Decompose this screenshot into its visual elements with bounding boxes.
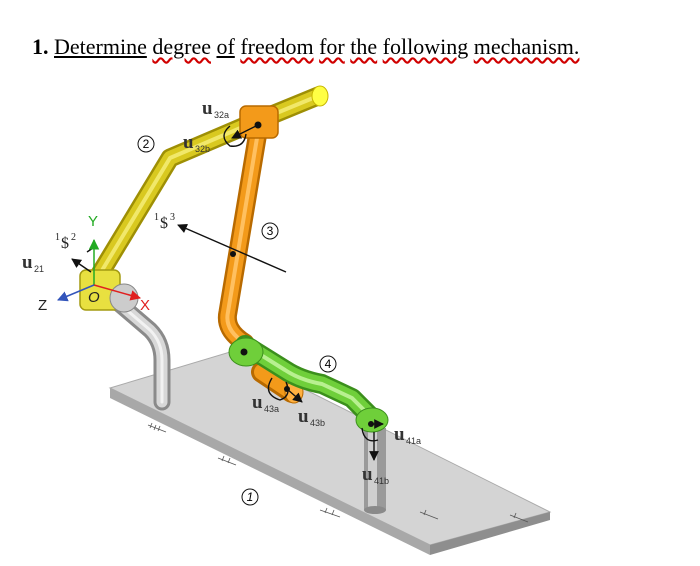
z-axis-label: Z [38,297,47,314]
svg-text:3: 3 [170,212,175,223]
link-2-body [79,85,329,313]
svg-text:$: $ [61,235,69,252]
svg-text:3: 3 [267,224,274,238]
svg-text:u: u [202,98,213,119]
svg-text:u: u [22,252,33,273]
u41a-rotation-icon [361,427,379,442]
word-the: the [350,34,378,59]
y-axis-label: Y [88,213,98,230]
label-s3: 1 $ 3 [154,212,175,232]
s2-line [86,247,94,253]
svg-text:1: 1 [247,490,254,504]
label-u43b: u 43b [298,406,325,428]
ground-plate [108,351,552,555]
label-u43a: u 43a [252,392,279,414]
word-degree: degree [152,34,211,59]
svg-text:4: 4 [325,357,332,371]
u32a-arrow [231,124,259,139]
link-number-3: 3 [261,222,279,240]
ground-post-right [364,428,386,514]
svg-text:1: 1 [154,212,159,223]
svg-text:41a: 41a [406,436,421,446]
s3-line [177,224,287,273]
ground-post-left [106,291,171,411]
label-u41b: u 41b [362,464,389,486]
word-of: of [216,34,235,59]
u21-arrow [71,258,92,273]
u32b-rotation-icon [223,125,247,147]
svg-text:2: 2 [143,137,150,151]
word-following: following [382,34,469,59]
z-axis-arrow [57,284,95,302]
link-number-1: 1 [241,488,259,506]
label-u32b: u 32b [183,132,210,154]
word-determine: Determine [54,34,147,59]
link-number-4: 4 [319,355,337,373]
label-u21: u 21 [22,252,44,274]
svg-text:32a: 32a [214,110,229,120]
joint-arrows [71,124,384,461]
svg-text:43b: 43b [310,418,325,428]
word-for: for [319,34,345,59]
svg-text:1: 1 [55,232,60,243]
svg-text:21: 21 [34,264,44,274]
link-number-2: 2 [137,135,155,153]
word-mechanism: mechanism. [473,34,580,59]
svg-text:u: u [183,132,194,153]
svg-text:32b: 32b [195,144,210,154]
word-freedom: freedom [240,34,314,59]
svg-text:u: u [394,424,405,445]
svg-text:41b: 41b [374,476,389,486]
x-axis-arrow [93,284,142,301]
label-s2: 1 $ 2 [55,232,76,252]
svg-text:2: 2 [71,232,76,243]
svg-text:43a: 43a [264,404,279,414]
question-number: 1. [32,34,49,59]
origin-label: O [88,289,100,306]
svg-text:u: u [298,406,309,427]
label-u32a: u 32a [202,98,229,120]
label-u41a: u 41a [394,424,421,446]
x-axis-label: X [140,297,150,314]
svg-text:u: u [362,464,373,485]
u43a-rotation-icon [267,377,289,401]
coordinate-axes: Y X Z O [38,213,150,314]
svg-text:$: $ [160,215,168,232]
svg-text:u: u [252,392,263,413]
u43b-arrow [286,388,303,403]
question-title: 1. Determine degree of freedom for the f… [32,34,579,60]
